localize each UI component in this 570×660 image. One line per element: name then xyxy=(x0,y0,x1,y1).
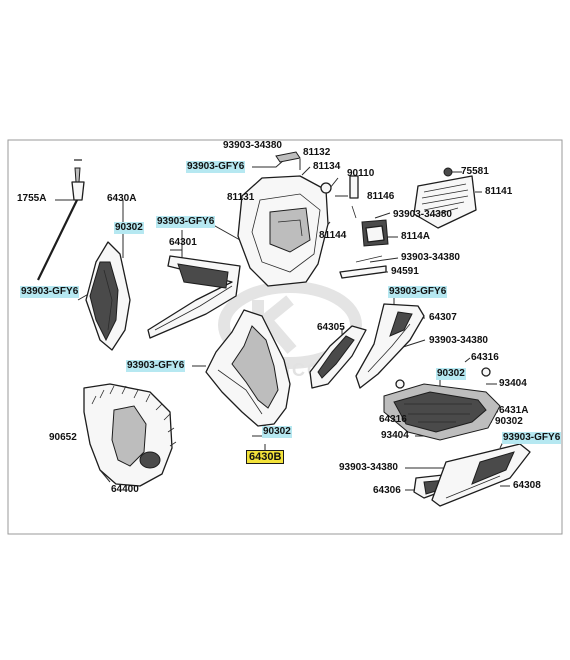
callout-93903-gfy6: 93903-GFY6 xyxy=(20,286,80,298)
callout-81141: 81141 xyxy=(485,186,513,197)
part-94591-strip xyxy=(339,265,387,279)
part-64307-side-panel xyxy=(355,303,425,389)
part-6430b-front-panel xyxy=(205,309,291,427)
part-small-fasteners-top xyxy=(275,151,359,219)
part-64400-lower-body xyxy=(83,383,177,487)
callout-93404: 93404 xyxy=(381,430,409,441)
part-6430a-side-rail xyxy=(85,241,131,351)
callout-93903-34380: 93903-34380 xyxy=(339,462,398,473)
callout-90302: 90302 xyxy=(495,416,523,427)
callout-90652: 90652 xyxy=(49,432,77,443)
callout-8114a: 8114A xyxy=(401,231,430,242)
part-81141-grille xyxy=(413,167,477,229)
part-8114a-switch xyxy=(355,219,389,263)
part-6431a-floor-deck xyxy=(383,367,501,441)
callout-64301: 64301 xyxy=(169,237,197,248)
callout-94591: 94591 xyxy=(391,266,419,277)
callout-64307: 64307 xyxy=(429,312,457,323)
part-81131-inner-panel xyxy=(237,175,329,287)
callout-93903-34380: 93903-34380 xyxy=(401,252,460,263)
callout-93903-gfy6: 93903-GFY6 xyxy=(186,161,246,173)
callout-93903-34380: 93903-34380 xyxy=(393,209,452,220)
callout-90302: 90302 xyxy=(114,222,144,234)
callout-64305: 64305 xyxy=(317,322,345,333)
callout-64316: 64316 xyxy=(379,414,407,425)
part-1755a-rod xyxy=(37,159,85,281)
callout-81146: 81146 xyxy=(367,191,395,202)
callout-93903-gfy6: 93903-GFY6 xyxy=(156,216,216,228)
part-64305-cover xyxy=(309,325,367,389)
diagram-frame xyxy=(7,139,563,535)
callout-6431a: 6431A xyxy=(499,405,529,416)
callout-93903-34380: 93903-34380 xyxy=(429,335,488,346)
callout-6430b-selected[interactable]: 6430B xyxy=(246,450,285,464)
part-64308-cover xyxy=(431,443,531,507)
callout-6430a: 6430A xyxy=(107,193,137,204)
callout-90302: 90302 xyxy=(436,368,466,380)
callout-93903-34380: 93903-34380 xyxy=(223,140,282,151)
callout-64306: 64306 xyxy=(373,485,401,496)
callout-90302: 90302 xyxy=(262,426,292,438)
callout-64400: 64400 xyxy=(111,484,139,495)
callout-1755a: 1755A xyxy=(17,193,47,204)
callout-93903-gfy6: 93903-GFY6 xyxy=(388,286,448,298)
callout-93404: 93404 xyxy=(499,378,527,389)
callout-64316: 64316 xyxy=(471,352,499,363)
callout-64308: 64308 xyxy=(513,480,541,491)
callout-93903-gfy6: 93903-GFY6 xyxy=(126,360,186,372)
callout-81144: 81144 xyxy=(319,230,347,241)
callout-75581: 75581 xyxy=(461,166,489,177)
callout-93903-gfy6: 93903-GFY6 xyxy=(502,432,562,444)
callout-81132: 81132 xyxy=(303,147,331,158)
callout-81134: 81134 xyxy=(313,161,341,172)
callout-90110: 90110 xyxy=(347,168,375,179)
callout-81131: 81131 xyxy=(227,192,255,203)
part-64301-strip xyxy=(147,255,241,339)
